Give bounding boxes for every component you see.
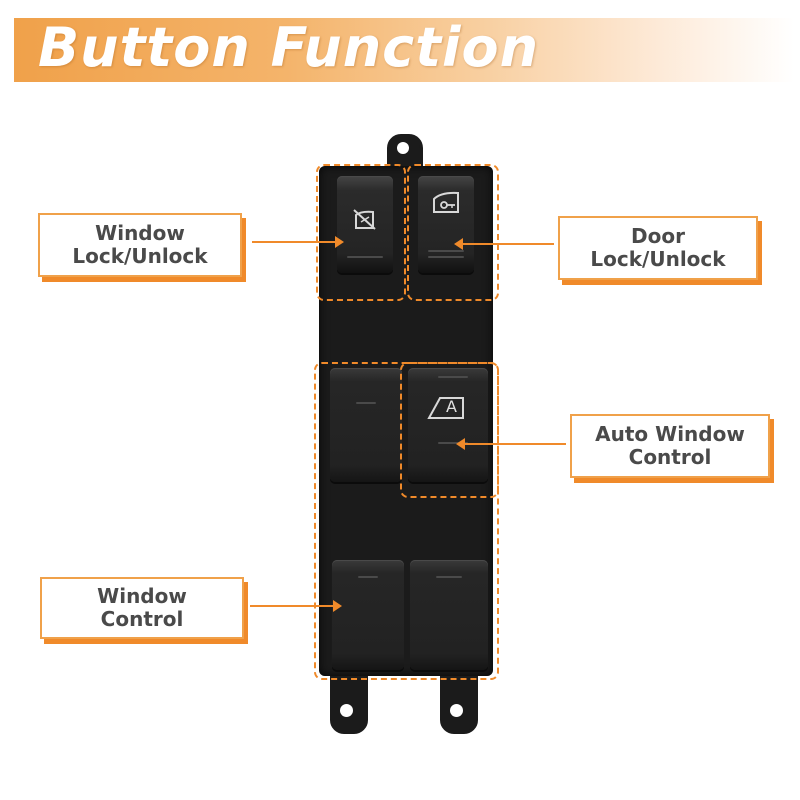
door-lock-icon [432,190,460,218]
window-control-arrow [250,600,342,612]
window-lock-icon [353,208,377,234]
auto-window-ridge-2 [438,442,468,444]
auto-window-label: Auto Window Control [570,414,770,478]
door-lock-label-line2: Lock/Unlock [590,247,726,271]
auto-window-button[interactable]: A [408,368,488,482]
window-control-label-line2: Control [100,607,184,631]
door-lock-ridge-1 [428,250,464,252]
window-control-highlight [314,362,499,680]
front-left-window-button[interactable] [332,560,404,670]
door-lock-button[interactable] [418,176,474,273]
auto-window-letter: A [446,397,457,416]
front-left-window-ridge [358,576,378,578]
bottom-left-mount-hole [340,704,353,717]
front-right-window-ridge [436,576,462,578]
rear-left-window-ridge [356,402,376,404]
auto-window-label-line2: Control [628,445,712,469]
auto-window-ridge-1 [438,376,468,378]
title-banner [14,18,794,82]
window-lock-ridge [347,256,383,258]
rear-left-window-button[interactable] [330,368,402,482]
window-lock-label: Window Lock/Unlock [38,213,242,277]
bottom-left-mount-tab [330,670,368,734]
window-lock-label-line1: Window [95,221,185,245]
window-lock-arrow [252,236,344,248]
door-lock-ridge-2 [428,256,464,258]
window-control-label-line1: Window [97,584,187,608]
door-lock-label-line1: Door [631,224,685,248]
front-right-window-button[interactable] [410,560,488,670]
auto-window-label-line1: Auto Window [595,422,745,446]
top-mount-hole [397,142,409,154]
window-lock-button[interactable] [337,176,393,273]
window-lock-highlight [316,164,406,301]
window-control-label: Window Control [40,577,244,639]
bottom-right-mount-hole [450,704,463,717]
auto-window-arrow [456,438,566,450]
door-lock-label: Door Lock/Unlock [558,216,758,280]
door-lock-arrow [454,238,554,250]
door-lock-highlight [407,164,499,301]
page-title: Button Function [38,16,540,79]
auto-window-icon [426,396,466,424]
window-lock-label-line2: Lock/Unlock [72,244,208,268]
